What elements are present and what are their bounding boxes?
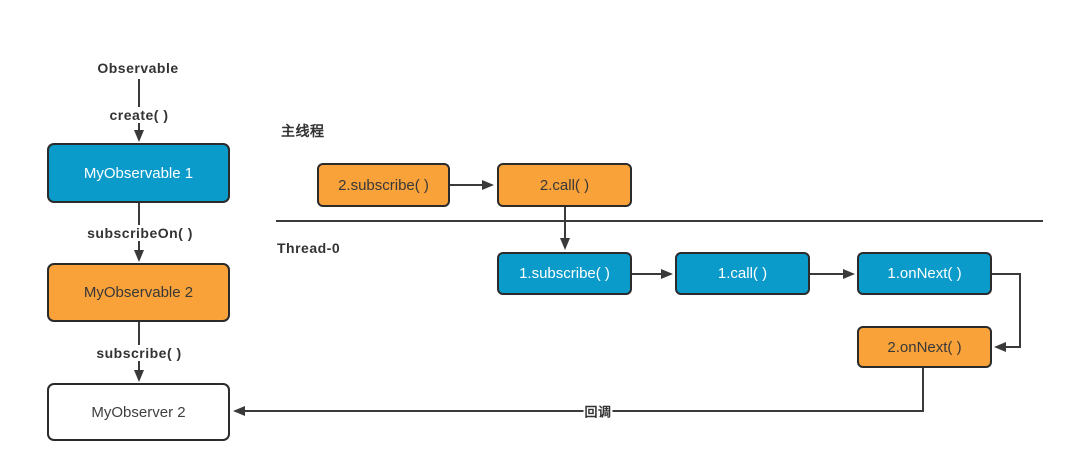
call2-node: 2.call( ): [497, 163, 632, 207]
create-label: create( ): [106, 107, 172, 123]
onnext1-node: 1.onNext( ): [857, 252, 992, 295]
callback-label: 回调: [583, 401, 613, 421]
thread-0-label: Thread-0: [277, 240, 341, 256]
subscribe-on-label: subscribeOn( ): [84, 225, 196, 241]
callback-arrow: [233, 368, 924, 416]
main-thread-label: 主线程: [281, 123, 325, 139]
onnext2-node: 2.onNext( ): [857, 326, 992, 368]
subscribe2-node: 2.subscribe( ): [317, 163, 450, 207]
subscribe-label: subscribe( ): [93, 345, 185, 361]
my-observer-2-node: MyObserver 2: [47, 383, 230, 441]
my-observable-2-node: MyObservable 2: [47, 263, 230, 322]
subscribe1-node: 1.subscribe( ): [497, 252, 632, 295]
call1-node: 1.call( ): [675, 252, 810, 295]
onnext1-to-onnext2-arrow: [992, 273, 1021, 352]
observable-label: Observable: [97, 60, 179, 76]
my-observable-1-node: MyObservable 1: [47, 143, 230, 203]
